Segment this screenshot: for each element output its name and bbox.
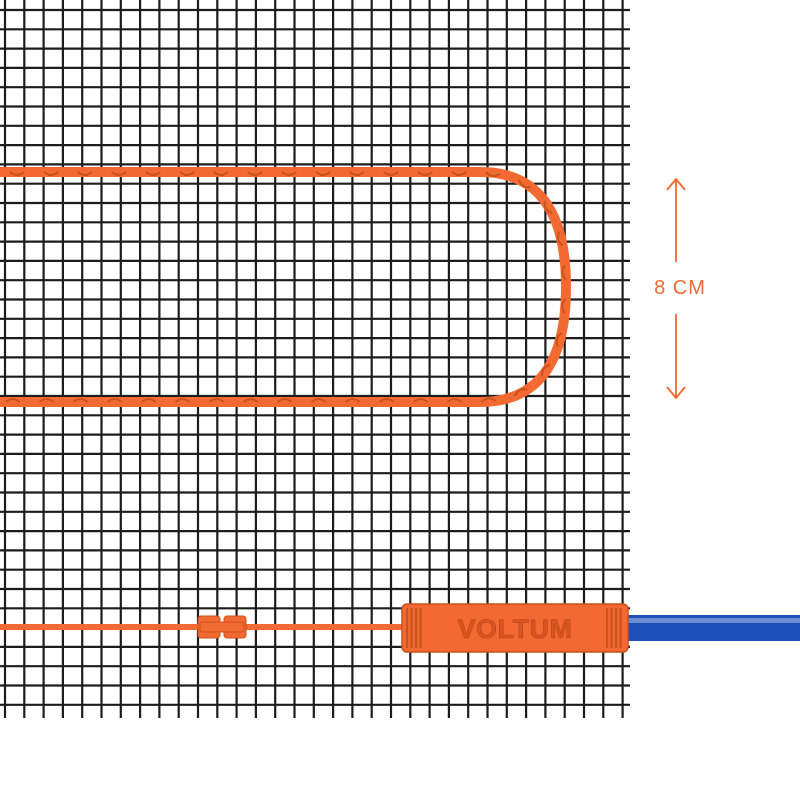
cable-wrap-strand [315, 171, 331, 176]
cable-wrap-strand [247, 171, 263, 176]
cable-wrap-strand [77, 171, 93, 176]
cable-wrap-strand [446, 398, 463, 403]
cable-wrap-strand [281, 171, 297, 176]
cable-wrap-strand [106, 398, 123, 403]
cable-wrap-strand [140, 398, 157, 403]
cable-wrap-strand [485, 171, 501, 177]
cable-wrap-strand [480, 397, 497, 403]
cable-wrap-strand [310, 398, 327, 403]
connector-grip-rib [619, 608, 622, 648]
spacing-dimension-indicator: 8 CM [654, 178, 706, 399]
cable-wrap-strand [383, 171, 399, 176]
cable-wrap-strand [543, 201, 553, 215]
cable-wrap-strand [417, 171, 433, 176]
connector-grip-rib [610, 608, 613, 648]
brand-logo-text: VOLTUM [458, 614, 573, 644]
dimension-label: 8 CM [654, 277, 706, 299]
cable-wrap-strand [145, 171, 161, 176]
cable-wrap-strand [111, 171, 127, 176]
connector-grip-rib [615, 608, 618, 648]
cable-wrap-strand [378, 398, 395, 403]
cable-wrap-strand [9, 171, 25, 176]
heating-cable-serpentine [0, 167, 572, 407]
cable-wrap-strand [541, 363, 551, 377]
cable-wrap-strand [561, 298, 567, 314]
cable-wrap-strand [38, 398, 55, 403]
fiberglass-mesh-grid [0, 0, 630, 718]
cable-wrap-strand [4, 398, 21, 403]
cable-wrap-strand [174, 398, 191, 403]
cable-wrap-strand [556, 231, 564, 247]
cable-wrap-strand [513, 388, 528, 397]
cable-wrap-strand [561, 264, 567, 280]
cable-wrap-strand [276, 398, 293, 403]
cable-wrap-strand [555, 332, 563, 347]
connector-grip-rib [406, 608, 409, 648]
power-lead-cable [620, 615, 800, 641]
cable-wrap-strand [72, 398, 89, 403]
cable-wrap-strand [412, 398, 429, 403]
connector-grip-rib [419, 608, 422, 648]
cable-wrap-strand [349, 171, 365, 176]
cable-binding-wraps [4, 171, 567, 403]
arrow-down-icon [666, 386, 686, 399]
heating-cable-loop [0, 167, 572, 407]
arrow-up-icon [666, 178, 686, 191]
brand-connector-sleeve: VOLTUM [401, 603, 629, 653]
cable-wrap-strand [43, 171, 59, 176]
cable-wrap-strand [242, 398, 259, 403]
cold-lead-assembly: VOLTUM [0, 603, 800, 653]
cable-wrap-strand [517, 179, 532, 189]
cable-wrap-strand [451, 171, 467, 176]
cable-wrap-strand [208, 398, 225, 403]
cable-splice-clip [197, 615, 247, 639]
connector-grip-rib [415, 608, 418, 648]
cable-wrap-strand [179, 171, 195, 176]
cable-wrap-strand [213, 171, 229, 176]
cable-wrap-strand [344, 398, 361, 403]
connector-grip-rib [410, 608, 413, 648]
connector-grip-rib [606, 608, 609, 648]
